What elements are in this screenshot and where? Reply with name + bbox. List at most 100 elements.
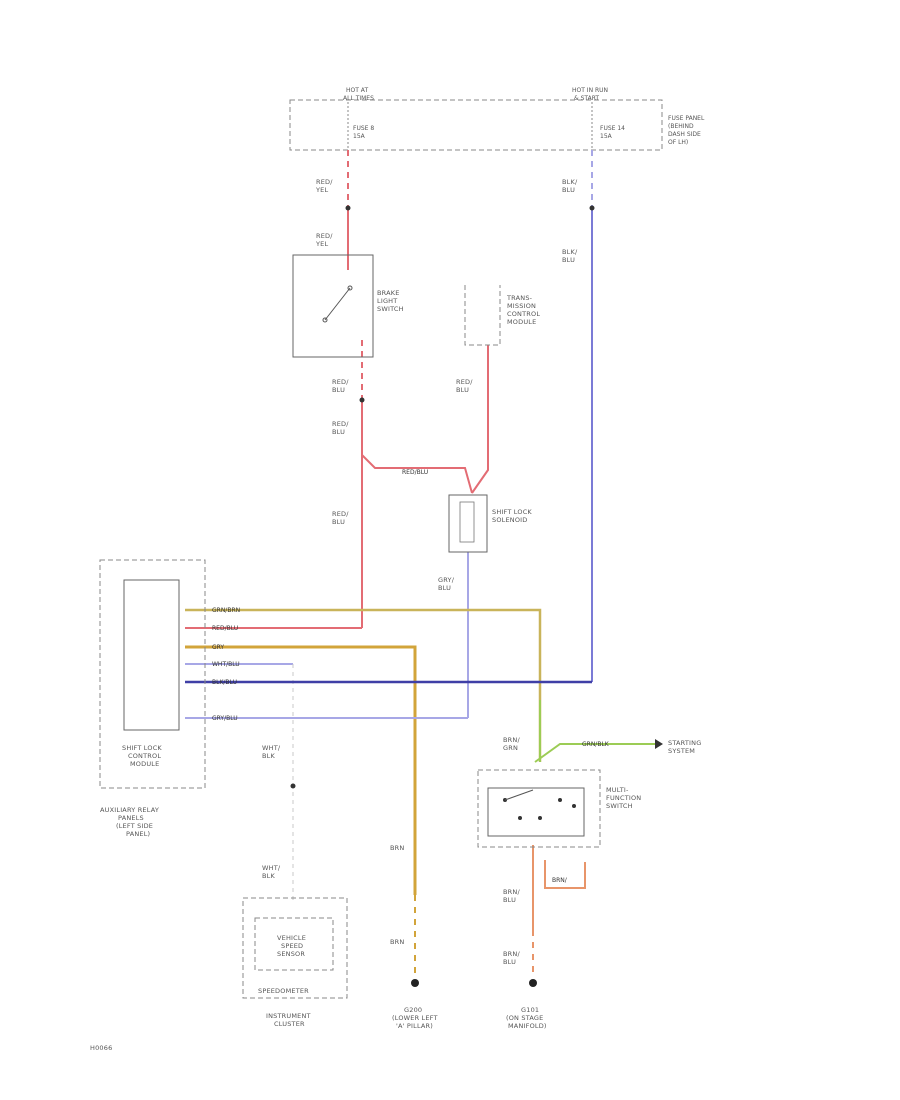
diagram-id: H0066 xyxy=(90,1044,112,1052)
wire-label: BLK xyxy=(262,872,275,880)
ground-g101: G101 (ON STAGE MANIFOLD) xyxy=(506,979,547,1030)
wire-label: YEL xyxy=(315,186,328,194)
wire-label: BLU xyxy=(332,386,345,394)
transmission-control-module: TRANS- MISSION CONTROL MODULE xyxy=(464,285,540,346)
splice-blk-blu xyxy=(589,205,595,211)
hot-in-run-label-1: HOT IN RUN xyxy=(572,87,608,94)
vss-label-2: SPEED xyxy=(281,942,303,950)
hot-at-all-times-label-2: ALL TIMES xyxy=(343,95,374,102)
wire-label: BRN/ xyxy=(503,950,520,958)
wire-label: GRY xyxy=(212,644,224,651)
fuse-panel-outline xyxy=(289,99,663,151)
instrument-cluster: VEHICLE SPEED SENSOR SPEEDOMETER INSTRUM… xyxy=(242,897,348,1028)
solenoid-label-2: SOLENOID xyxy=(492,516,527,524)
solenoid-coil xyxy=(459,501,475,543)
fuse-panel: HOT AT ALL TIMES HOT IN RUN & START FUSE… xyxy=(289,87,705,151)
wire-label: GRN/BRN xyxy=(212,607,240,614)
wire-label: GRY/BLU xyxy=(212,715,238,722)
wire-label: RED/BLU xyxy=(402,469,428,476)
speedometer-label: SPEEDOMETER xyxy=(258,987,309,995)
wire-label: BLU xyxy=(503,896,516,904)
wire-label: GRN/BLK xyxy=(582,741,610,748)
wire-label: BLU xyxy=(562,256,575,264)
g101-label-2: (ON STAGE xyxy=(506,1014,543,1022)
wire-label: BLK/ xyxy=(562,178,578,186)
wire-label: BRN/ xyxy=(552,877,568,884)
shift-module-label-3: MODULE xyxy=(130,760,159,768)
wire-label: RED/ xyxy=(456,378,473,386)
wire-red-yel xyxy=(345,150,351,270)
wire-red-blu-tcm xyxy=(471,345,489,494)
multi-switch-label-1: MULTI- xyxy=(606,786,629,794)
wire-grn-brn xyxy=(185,608,542,762)
wire-label: RED/ xyxy=(332,378,349,386)
brake-switch-label-3: SWITCH xyxy=(377,305,404,313)
g200-label-2: (LOWER LEFT xyxy=(392,1014,438,1022)
wire-brn-loop xyxy=(544,860,586,889)
tcm-label-4: MODULE xyxy=(507,318,536,326)
wire-label: RED/ xyxy=(332,420,349,428)
wire-label: RED/ xyxy=(316,178,333,186)
wire-label: BRN/ xyxy=(503,736,520,744)
solenoid-label-1: SHIFT LOCK xyxy=(492,508,532,516)
vehicle-speed-sensor-box xyxy=(254,917,334,971)
fuse-panel-label-1: FUSE PANEL xyxy=(668,115,705,122)
wire-label: BLK/BLU xyxy=(212,679,237,686)
starting-label-1: STARTING xyxy=(668,739,701,747)
wire-grn-blk-starting xyxy=(534,739,663,763)
vss-label-3: SENSOR xyxy=(277,950,305,958)
wire-label: BRN xyxy=(390,844,404,852)
wire-label: WHT/ xyxy=(262,744,281,752)
multi-function-switch: MULTI- FUNCTION SWITCH xyxy=(477,769,641,848)
relay-panel-label-1: AUXILIARY RELAY xyxy=(100,806,159,814)
wire-label: WHT/ xyxy=(262,864,281,872)
fuse-14-rating: 15A xyxy=(600,133,613,140)
relay-panel-label-3: (LEFT SIDE xyxy=(116,822,153,830)
relay-panel-label-2: PANELS xyxy=(118,814,144,822)
starting-system: STARTING SYSTEM xyxy=(668,739,701,755)
wire-label: BRN/ xyxy=(503,888,520,896)
multi-switch-label-2: FUNCTION xyxy=(606,794,641,802)
fuse-panel-label-4: OF LH) xyxy=(668,139,688,146)
fuse-panel-label-2: (BEHIND xyxy=(668,123,694,130)
g200-label-3: 'A' PILLAR) xyxy=(396,1022,433,1030)
multi-switch-label-3: SWITCH xyxy=(606,802,633,810)
brake-switch-label-2: LIGHT xyxy=(377,297,397,305)
hot-at-all-times-label-1: HOT AT xyxy=(346,87,368,94)
wire-label: BRN xyxy=(390,938,404,946)
shift-lock-control-module xyxy=(123,579,180,731)
starting-arrow xyxy=(655,739,663,749)
shift-module-label-2: CONTROL xyxy=(128,752,161,760)
instrument-label-2: CLUSTER xyxy=(274,1020,305,1028)
wire-label: BLK xyxy=(262,752,275,760)
wire-label: GRY/ xyxy=(438,576,455,584)
wire-brn-blu-ground xyxy=(532,845,586,975)
fuse-8-label: FUSE 8 xyxy=(353,125,374,132)
wire-label: RED/ xyxy=(332,510,349,518)
wire-label: BLU xyxy=(562,186,575,194)
starting-label-2: SYSTEM xyxy=(668,747,695,755)
tcm-label-3: CONTROL xyxy=(507,310,540,318)
fuse-14-label: FUSE 14 xyxy=(600,125,625,132)
ground-g200: G200 (LOWER LEFT 'A' PILLAR) xyxy=(392,979,438,1030)
tcm-label-2: MISSION xyxy=(507,302,536,310)
wire-red-blu-to-solenoid xyxy=(361,454,473,494)
g101-label-3: MANIFOLD) xyxy=(508,1022,547,1030)
vss-label-1: VEHICLE xyxy=(277,934,306,942)
wire-label: YEL xyxy=(315,240,328,248)
wire-label: BLU xyxy=(438,584,451,592)
tcm-label-1: TRANS- xyxy=(506,294,533,302)
brake-light-switch: BRAKE LIGHT SWITCH xyxy=(292,254,404,358)
switch-contact xyxy=(324,287,351,321)
brake-switch-label-1: BRAKE xyxy=(377,289,400,297)
instrument-label-1: INSTRUMENT xyxy=(266,1012,311,1020)
g200-label-1: G200 xyxy=(404,1006,422,1014)
shift-lock-solenoid: SHIFT LOCK SOLENOID xyxy=(448,494,532,553)
relay-panel-label-4: PANEL) xyxy=(126,830,150,838)
wire-label: GRN xyxy=(503,744,518,752)
wire-label: BLK/ xyxy=(562,248,578,256)
hot-in-run-label-2: & START xyxy=(574,95,599,102)
wire-red-blu-brake xyxy=(359,340,489,628)
splice-red-yel xyxy=(345,205,351,211)
